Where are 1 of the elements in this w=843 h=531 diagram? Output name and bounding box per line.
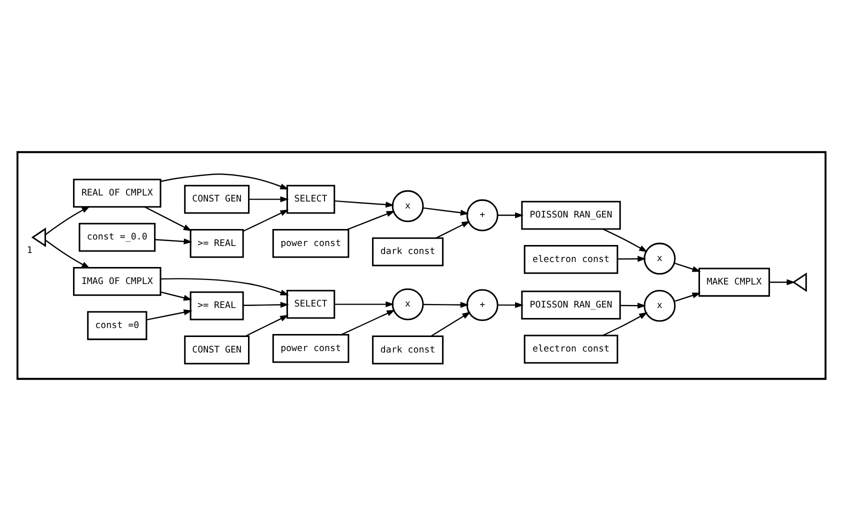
node-label: 1 <box>26 246 32 256</box>
